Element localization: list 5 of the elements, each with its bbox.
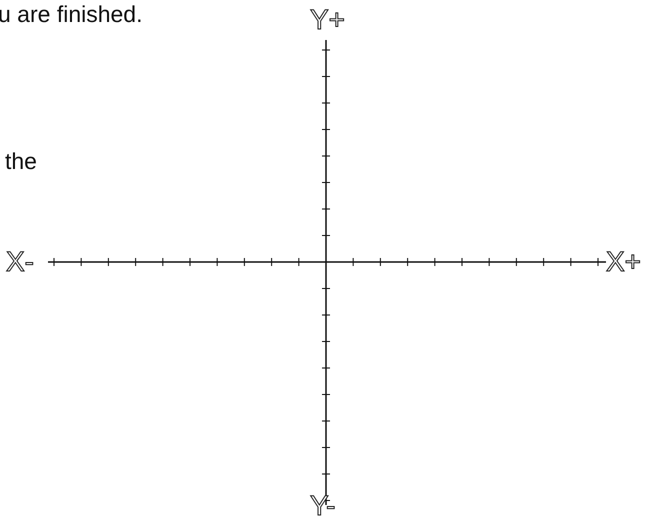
axis-label: Y+ bbox=[310, 6, 346, 34]
axis-label: X+ bbox=[606, 248, 642, 276]
axis-label: X- bbox=[6, 248, 34, 276]
axis-label: Y- bbox=[310, 492, 336, 519]
instruction-text: the bbox=[5, 150, 37, 173]
